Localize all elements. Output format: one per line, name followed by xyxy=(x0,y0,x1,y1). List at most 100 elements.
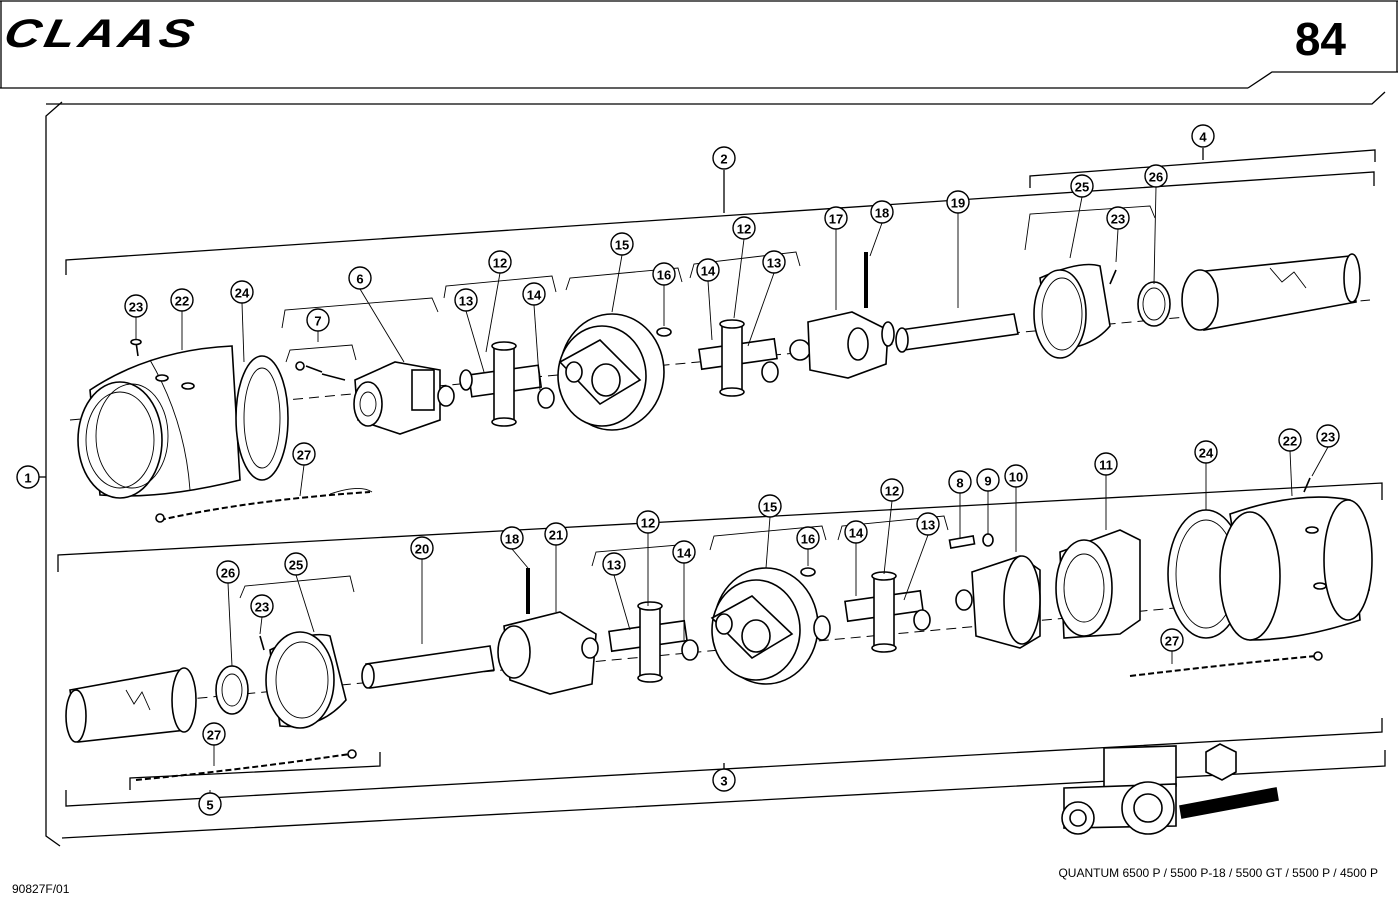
pins-7 xyxy=(295,361,346,381)
callout-number: 25 xyxy=(1075,180,1089,195)
callout-12c: 12 xyxy=(636,510,660,534)
callout-16a: 16 xyxy=(652,262,676,286)
callout-number: 12 xyxy=(493,256,507,271)
callout-number: 9 xyxy=(984,474,991,489)
callout-23d: 23 xyxy=(250,594,274,618)
callout-number: 15 xyxy=(615,238,629,253)
callout-12d: 12 xyxy=(880,478,904,502)
callout-number: 25 xyxy=(289,558,303,573)
callout-number: 23 xyxy=(1321,430,1335,445)
callout-number: 23 xyxy=(1111,212,1125,227)
callout-17: 17 xyxy=(824,206,848,230)
callout-13b: 13 xyxy=(762,250,786,274)
callout-number: 26 xyxy=(221,566,235,581)
callout-14c: 14 xyxy=(672,540,696,564)
yoke-21 xyxy=(497,611,599,695)
callout-leader-13b xyxy=(747,272,775,347)
callout-leader-6 xyxy=(359,288,405,363)
callout-leader-18b xyxy=(511,548,529,569)
callout-25b: 25 xyxy=(284,552,308,576)
callout-number: 23 xyxy=(129,300,143,315)
callout-number: 17 xyxy=(829,212,843,227)
ring-26-lower xyxy=(215,665,249,715)
callout-12a: 12 xyxy=(488,250,512,274)
screw-23-lower-b xyxy=(259,635,265,651)
callout-2: 2 xyxy=(712,146,736,170)
callout-19: 19 xyxy=(946,190,970,214)
callout-number: 16 xyxy=(801,532,815,547)
drawing-code: 90827F/01 xyxy=(12,882,70,896)
callout-7: 7 xyxy=(306,308,330,332)
callout-15b: 15 xyxy=(758,494,782,518)
callout-number: 15 xyxy=(763,500,777,515)
callout-leader-13a xyxy=(465,310,485,373)
guard-cone-25-lower xyxy=(265,631,347,729)
screw-23-lower-c xyxy=(1303,477,1311,493)
callout-18b: 18 xyxy=(500,526,524,550)
callout-leader-15b xyxy=(765,516,771,569)
callout-6: 6 xyxy=(348,266,372,290)
callout-14d: 14 xyxy=(844,520,868,544)
callout-27a: 27 xyxy=(292,442,316,466)
callout-number: 6 xyxy=(356,272,363,287)
guard-cone-22-lower xyxy=(1219,496,1373,641)
callout-number: 20 xyxy=(415,542,429,557)
callout-number: 23 xyxy=(255,600,269,615)
callout-leader-18a xyxy=(869,222,883,257)
callout-11: 11 xyxy=(1094,452,1118,476)
callout-21: 21 xyxy=(544,522,568,546)
callout-26b: 26 xyxy=(216,560,240,584)
callout-number: 18 xyxy=(505,532,519,547)
callout-leader-13c xyxy=(613,574,631,631)
callout-leader-24a xyxy=(241,302,245,363)
callout-number: 12 xyxy=(885,484,899,499)
chain-27-upper xyxy=(155,488,373,523)
callout-24a: 24 xyxy=(230,280,254,304)
chain-27-lower-left xyxy=(135,749,357,781)
callout-18a: 18 xyxy=(870,200,894,224)
callout-number: 27 xyxy=(1165,634,1179,649)
screw-23-upper-b xyxy=(1109,269,1117,285)
callout-leader-14a xyxy=(533,304,541,391)
callout-number: 11 xyxy=(1099,458,1113,473)
callout-leader-12a xyxy=(485,272,501,353)
callout-14a: 14 xyxy=(522,282,546,306)
callout-number: 26 xyxy=(1149,170,1163,185)
callout-number: 2 xyxy=(720,152,727,167)
callout-4: 4 xyxy=(1191,124,1215,148)
callout-number: 24 xyxy=(1199,446,1214,461)
callout-16b: 16 xyxy=(796,526,820,550)
cone-housing-15-lower xyxy=(710,567,831,685)
callout-number: 7 xyxy=(314,314,321,329)
callout-number: 3 xyxy=(720,774,727,789)
callout-number: 27 xyxy=(297,448,311,463)
callout-14b: 14 xyxy=(696,258,720,282)
profile-tube-20 xyxy=(361,645,495,689)
callout-number: 13 xyxy=(459,294,473,309)
grease-nipple-16-upper xyxy=(656,327,672,337)
callout-number: 14 xyxy=(701,264,716,279)
cross-joint-12-upper-b xyxy=(698,319,779,397)
guard-cone-22-upper xyxy=(77,345,241,499)
callout-number: 22 xyxy=(175,294,189,309)
callout-15a: 15 xyxy=(610,232,634,256)
callout-leader-22b xyxy=(1289,450,1293,497)
assembly-bracket-1 xyxy=(36,91,1386,847)
bearing-ring-24-upper xyxy=(235,355,289,481)
cross-joint-12-upper-a xyxy=(459,341,555,427)
callout-10: 10 xyxy=(1004,464,1028,488)
guard-tube-4 xyxy=(1181,253,1361,331)
profile-tube-19 xyxy=(895,313,1019,353)
callout-leader-14b xyxy=(707,280,713,341)
callout-number: 14 xyxy=(527,288,542,303)
yoke-flange-10 xyxy=(955,555,1041,649)
callout-number: 13 xyxy=(607,558,621,573)
page-number: 84 xyxy=(1294,13,1346,65)
callout-leader-27a xyxy=(299,464,305,497)
callout-8: 8 xyxy=(948,470,972,494)
callout-number: 21 xyxy=(549,528,563,543)
callout-leader-25a xyxy=(1069,196,1083,259)
bracket-2 xyxy=(65,148,1376,275)
callout-number: 14 xyxy=(849,526,864,541)
callout-number: 10 xyxy=(1009,470,1023,485)
